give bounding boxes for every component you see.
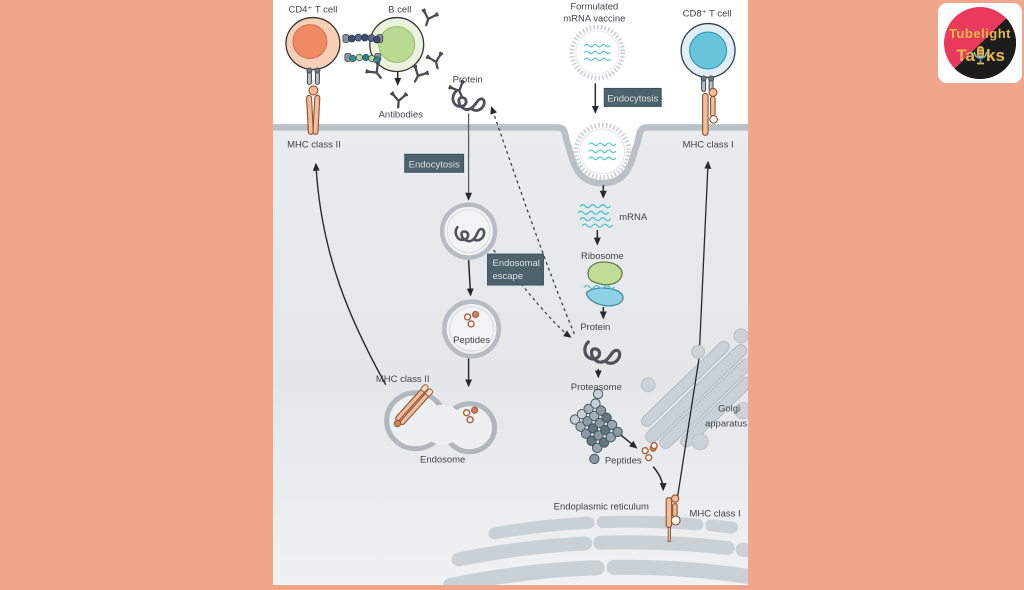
peptides-cytosol-dots [641,441,658,462]
label-mrna: mRNA [619,212,648,223]
label-cd4-t-cell: CD4⁺ T cell [288,5,337,16]
badge-endosomal-escape: Endosomal escape [487,253,544,286]
badge-endosomal-escape-label-1: Endosomal [493,258,540,269]
transport-vesicle [691,344,706,359]
golgi-apparatus [640,328,754,451]
badge-endocytosis-protein: Endocytosis [404,153,465,173]
badge-endosomal-escape-label-2: escape [493,271,524,282]
badge-endocytosis-vaccine-label: Endocytosis [607,93,658,104]
label-protein-extracellular: Protein [453,74,483,85]
label-peptides-vesicle: Peptides [453,335,490,346]
endoplasmic-reticulum [443,515,756,590]
label-peptides-cytosol: Peptides [605,456,642,467]
endosome-organelle [384,384,498,455]
mhc2-molecule-endosome [393,384,434,428]
channel-logo-art: Tubelight Ta ks [944,7,1016,79]
label-golgi-line1: Golgi [718,404,740,415]
label-vaccine-line1: Formulated [570,2,618,13]
label-mhc1-membrane: MHC class I [683,139,734,150]
label-vaccine-line2: mRNA vaccine [563,14,625,25]
microphone-icon [973,46,988,65]
label-ribosome: Ribosome [581,251,624,262]
b-cell [369,16,425,73]
peptides-vesicle [444,302,498,356]
label-protein-cytosol: Protein [580,322,610,333]
channel-logo: Tubelight Ta ks [938,3,1022,83]
cd4-t-cell [285,16,341,71]
logo-line2-right: ks [986,46,1005,65]
label-cd8-t-cell: CD8⁺ T cell [683,9,732,20]
logo-line2-left: Ta [956,46,975,65]
figure-panel: Endocytosis Endocytosis Endosomal escape… [273,0,756,590]
solid-arrows [394,70,667,492]
protein-extracellular-squiggle [451,89,486,112]
label-er: Endoplasmic reticulum [554,502,649,513]
badge-endocytosis-vaccine: Endocytosis [603,87,662,107]
tcr-receptor-chains [342,33,384,64]
logo-line1: Tubelight [949,26,1011,41]
ribosome-organelle [583,261,624,307]
cd8-t-cell [680,22,736,79]
label-endosome: Endosome [420,455,465,466]
lnp-vaccine-extracellular [572,27,623,78]
label-b-cell: B cell [388,5,411,16]
lnp-vaccine-endocytosed [576,125,629,178]
label-golgi-line2: apparatus [705,419,747,430]
pathway-diagram: Endocytosis Endocytosis Endosomal escape… [273,2,756,590]
label-mhc2-membrane: MHC class II [287,139,341,150]
label-proteasome: Proteasome [571,382,622,393]
cytoplasm [273,127,748,585]
plasma-membrane [273,124,748,187]
label-mhc2-endosome: MHC class II [376,374,430,385]
mhc1-molecule-membrane [700,75,718,136]
endocytosed-protein-vesicle [442,205,495,258]
badge-endocytosis-protein-label: Endocytosis [409,159,460,170]
mhc1-molecule-er [665,494,681,542]
label-antibodies: Antibodies [379,109,423,120]
proteasome-organelle [569,388,623,465]
label-mhc1-er: MHC class I [690,509,741,520]
arrow-endosome-to-mhc2 [312,162,387,386]
mhc2-molecule-membrane [306,67,321,135]
